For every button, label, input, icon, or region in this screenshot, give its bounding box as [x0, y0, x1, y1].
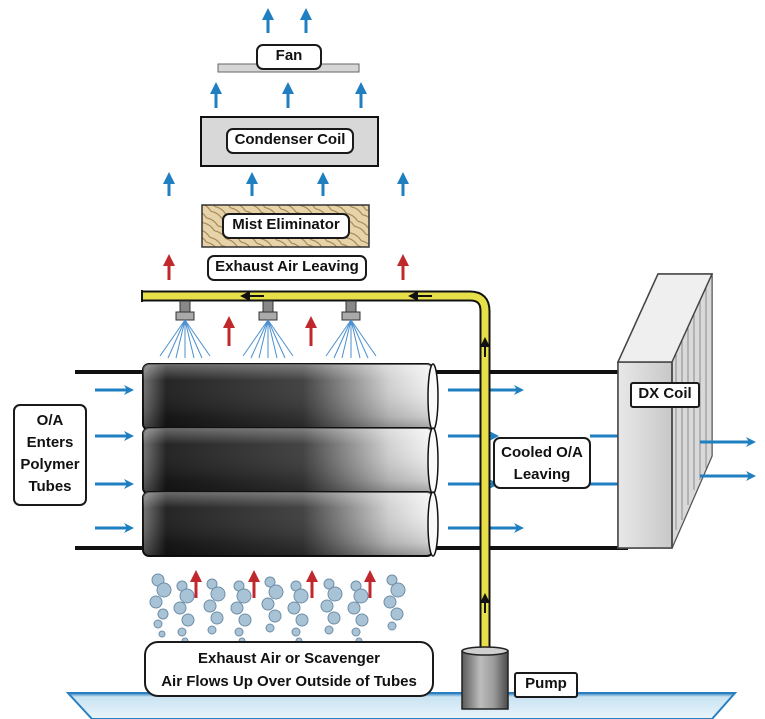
dx-coil-label: DX Coil [630, 382, 700, 408]
pump-label: Pump [514, 672, 578, 698]
exhaust-scavenger-line: Exhaust Air or Scavenger [197, 650, 380, 667]
polymer-tube [142, 427, 439, 495]
oa-enters-line: Polymer [20, 456, 80, 473]
exhaust-scavenger-line: Air Flows Up Over Outside of Tubes [161, 673, 417, 690]
spray-nozzles [159, 300, 377, 359]
mist-cloud-icon [203, 578, 226, 635]
mist-cloud-icon [261, 576, 284, 633]
oa-enters-line: Tubes [28, 478, 72, 495]
fan-label: Fan [256, 44, 322, 70]
pipe-flow-arrows [240, 291, 490, 613]
flow-arrow-icon [240, 291, 250, 301]
spray-nozzle-icon [325, 300, 377, 359]
outdoor-air-inlet-arrows [95, 385, 134, 533]
mist-cloud-icon [173, 580, 195, 645]
cooled-oa-line: Cooled O/A [501, 444, 583, 461]
exhaust-scavenger-label: Exhaust Air or Scavenger Air Flows Up Ov… [144, 641, 434, 697]
mist-cloud-icon [383, 574, 406, 631]
mist-cloud-icon [230, 580, 252, 645]
mist-clouds [149, 573, 406, 645]
mist-cloud-icon [287, 580, 309, 645]
condenser-coil-label: Condenser Coil [226, 128, 354, 154]
mist-cloud-icon [347, 580, 369, 645]
mist-cloud-icon [149, 573, 172, 638]
oa-enters-label: O/A Enters Polymer Tubes [13, 404, 87, 506]
flow-arrow-icon [408, 291, 418, 301]
exhaust-air-arrows-lower [190, 570, 376, 598]
dx-coil-exit-arrows [700, 437, 756, 481]
cooled-oa-line: Leaving [513, 466, 571, 483]
exhaust-air-arrows-upper [163, 254, 409, 346]
dx-coil [616, 273, 714, 549]
mist-eliminator-label: Mist Eliminator [222, 213, 350, 239]
oa-enters-line: Enters [26, 434, 74, 451]
polymer-tube-bundle [142, 363, 439, 557]
oa-enters-line: O/A [36, 412, 64, 429]
flow-arrow-icon [480, 337, 490, 347]
air-up-arrows [163, 8, 409, 196]
cooled-oa-leaving-label: Cooled O/A Leaving [493, 437, 591, 489]
polymer-tube [142, 491, 439, 557]
pump [461, 646, 509, 710]
spray-nozzle-icon [242, 300, 294, 359]
water-supply-pipe [141, 290, 491, 660]
mist-cloud-icon [320, 578, 343, 635]
flow-arrow-icon [480, 593, 490, 603]
polymer-tube [142, 363, 439, 431]
exhaust-air-leaving-label: Exhaust Air Leaving [207, 255, 367, 281]
spray-nozzle-icon [159, 300, 211, 359]
water-basin [65, 692, 738, 719]
